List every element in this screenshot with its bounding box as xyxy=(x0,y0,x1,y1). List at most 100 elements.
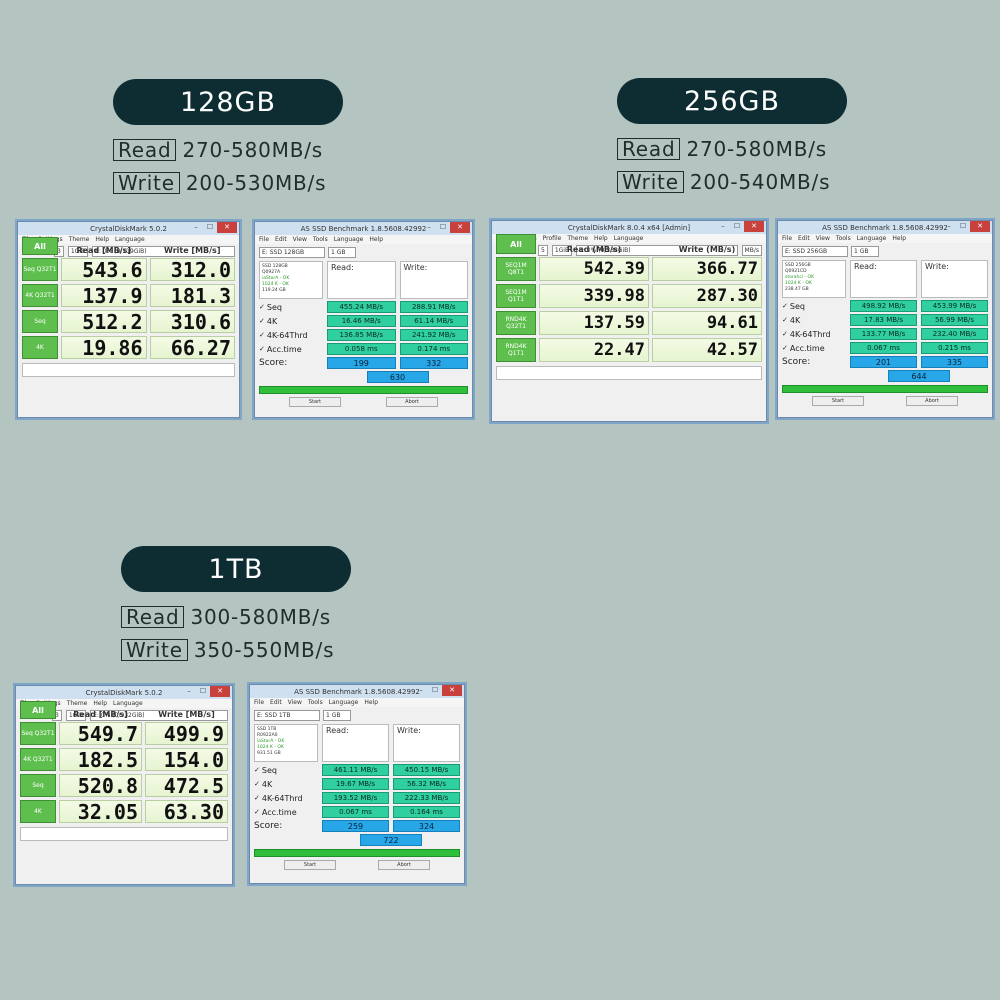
menu-item[interactable]: View xyxy=(292,236,307,243)
close-button[interactable]: ✕ xyxy=(217,222,237,233)
maximize-button[interactable]: ☐ xyxy=(431,686,439,694)
all-button[interactable]: All xyxy=(496,234,536,254)
maximize-button[interactable]: ☐ xyxy=(959,222,967,230)
maximize-button[interactable]: ☐ xyxy=(733,222,741,230)
test-button[interactable]: 4K xyxy=(20,800,56,823)
test-button[interactable]: 4K Q32T1 xyxy=(22,284,58,307)
menu-item[interactable]: Help xyxy=(95,236,110,243)
drive-select[interactable]: E: 0% (0/932GiB) xyxy=(90,710,228,721)
checkbox-icon[interactable]: ✓ xyxy=(782,344,788,352)
write-value: 94.61 xyxy=(652,311,762,335)
all-button[interactable]: All xyxy=(22,237,58,255)
drive-select[interactable]: E: SSD 128GB xyxy=(259,247,325,258)
size-select[interactable]: 1 GB xyxy=(323,710,351,721)
menu-item[interactable]: Help xyxy=(892,235,907,242)
all-button[interactable]: All xyxy=(20,701,56,719)
menu-item[interactable]: Language xyxy=(856,235,887,242)
maximize-button[interactable]: ☐ xyxy=(439,223,447,231)
menu-item[interactable]: File xyxy=(254,699,265,706)
checkbox-icon[interactable]: ✓ xyxy=(254,794,260,802)
minimize-button[interactable]: – xyxy=(721,222,725,230)
test-button[interactable]: Seq Q32T1 xyxy=(22,258,58,281)
checkbox-icon[interactable]: ✓ xyxy=(259,345,265,353)
size-select[interactable]: 1GiB xyxy=(65,710,87,721)
menu-item[interactable]: Edit xyxy=(270,699,282,706)
menu-item[interactable]: Theme xyxy=(66,700,88,707)
minimize-button[interactable]: – xyxy=(419,686,423,694)
abort-button[interactable]: Abort xyxy=(386,397,438,407)
abort-button[interactable]: Abort xyxy=(378,860,430,870)
close-button[interactable]: ✕ xyxy=(450,222,470,233)
menu-item[interactable]: Edit xyxy=(798,235,810,242)
drive-select[interactable]: E: SSD 1TB xyxy=(254,710,320,721)
menu-item[interactable]: Tools xyxy=(312,236,328,243)
close-button[interactable]: ✕ xyxy=(744,221,764,232)
menu-item[interactable]: Help xyxy=(364,699,379,706)
close-button[interactable]: ✕ xyxy=(442,685,462,696)
minimize-button[interactable]: – xyxy=(427,223,431,231)
unit-select[interactable]: MB/s xyxy=(741,245,762,256)
checkbox-icon[interactable]: ✓ xyxy=(254,766,260,774)
drive-select[interactable]: E: 0% (0/119GiB) xyxy=(92,246,235,257)
menu-item[interactable]: Help xyxy=(93,700,108,707)
checkbox-icon[interactable]: ✓ xyxy=(259,317,265,325)
test-button[interactable]: SEQ1M Q1T1 xyxy=(496,284,536,308)
close-button[interactable]: ✕ xyxy=(210,686,230,697)
abort-button[interactable]: Abort xyxy=(906,396,958,406)
menu-item[interactable]: Theme xyxy=(68,236,90,243)
drive-select[interactable]: E: 0% (0/238GiB) xyxy=(576,245,738,256)
minimize-button[interactable]: – xyxy=(187,687,191,695)
menu-item[interactable]: Language xyxy=(115,236,145,243)
size-select[interactable]: 1GiB xyxy=(551,245,573,256)
size-select[interactable]: 1 GB xyxy=(328,247,356,258)
test-button[interactable]: Seq Q32T1 xyxy=(20,722,56,745)
checkbox-icon[interactable]: ✓ xyxy=(259,303,265,311)
checkbox-icon[interactable]: ✓ xyxy=(254,808,260,816)
capacity-pill-256gb: 256GB xyxy=(617,78,847,124)
maximize-button[interactable]: ☐ xyxy=(206,223,214,231)
checkbox-icon[interactable]: ✓ xyxy=(782,330,788,338)
menu-item[interactable]: Language xyxy=(328,699,359,706)
checkbox-icon[interactable]: ✓ xyxy=(254,780,260,788)
size-select[interactable]: 1GiB xyxy=(67,246,89,257)
comment-field[interactable] xyxy=(496,366,762,380)
menu-item[interactable]: Edit xyxy=(275,236,287,243)
menu-item[interactable]: Theme xyxy=(567,235,589,242)
read-value: 339.98 xyxy=(539,284,649,308)
menu-item[interactable]: Language xyxy=(333,236,364,243)
count-select[interactable]: 5 xyxy=(538,245,548,256)
test-button[interactable]: SEQ1M Q8T1 xyxy=(496,257,536,281)
minimize-button[interactable]: – xyxy=(947,222,951,230)
maximize-button[interactable]: ☐ xyxy=(199,687,207,695)
checkbox-icon[interactable]: ✓ xyxy=(782,302,788,310)
menu-item[interactable]: Profile xyxy=(542,235,562,242)
drive-select[interactable]: E: SSD 256GB xyxy=(782,246,848,257)
checkbox-icon[interactable]: ✓ xyxy=(782,316,788,324)
test-button[interactable]: 4K xyxy=(22,336,58,359)
test-button[interactable]: 4K Q32T1 xyxy=(20,748,56,771)
start-button[interactable]: Start xyxy=(284,860,336,870)
start-button[interactable]: Start xyxy=(289,397,341,407)
menu-item[interactable]: File xyxy=(259,236,270,243)
menu-item[interactable]: File xyxy=(782,235,793,242)
menu-item[interactable]: Language xyxy=(613,235,644,242)
menu-item[interactable]: View xyxy=(815,235,830,242)
checkbox-icon[interactable]: ✓ xyxy=(259,331,265,339)
minimize-button[interactable]: – xyxy=(194,223,198,231)
menu-item[interactable]: Help xyxy=(369,236,384,243)
menu-item[interactable]: Tools xyxy=(307,699,323,706)
comment-field[interactable] xyxy=(20,827,228,841)
test-button[interactable]: Seq xyxy=(22,310,58,333)
write-header: Write [MB/s] xyxy=(164,246,221,255)
menu-item[interactable]: Help xyxy=(594,235,608,242)
test-button[interactable]: RND4K Q32T1 xyxy=(496,311,536,335)
start-button[interactable]: Start xyxy=(812,396,864,406)
menu-item[interactable]: Tools xyxy=(835,235,851,242)
size-select[interactable]: 1 GB xyxy=(851,246,879,257)
test-button[interactable]: RND4K Q1T1 xyxy=(496,338,536,362)
close-button[interactable]: ✕ xyxy=(970,221,990,232)
comment-field[interactable] xyxy=(22,363,235,377)
menu-item[interactable]: View xyxy=(287,699,302,706)
test-button[interactable]: Seq xyxy=(20,774,56,797)
menu-item[interactable]: Language xyxy=(113,700,143,707)
